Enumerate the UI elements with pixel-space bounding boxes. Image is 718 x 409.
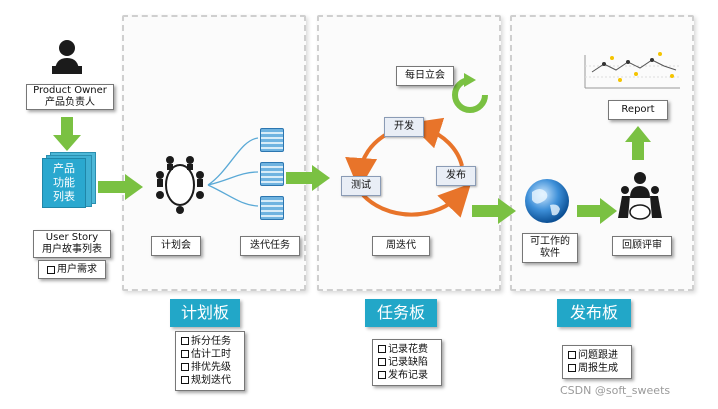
watermark: CSDN @soft_sweets bbox=[560, 384, 671, 397]
task-links bbox=[207, 137, 259, 207]
checkbox-icon bbox=[568, 351, 576, 359]
right-arrow-icon bbox=[98, 174, 143, 200]
user-story-en: User Story bbox=[45, 232, 99, 243]
checkbox-icon bbox=[181, 337, 189, 345]
checklist-item: 记录花费 bbox=[378, 343, 436, 356]
report-text: Report bbox=[621, 104, 655, 115]
planning-meeting-label: 计划会 bbox=[151, 236, 201, 256]
review-label: 回顾评审 bbox=[612, 236, 672, 256]
daily-cycle-icon bbox=[452, 73, 488, 113]
daily-standup-text: 每日立会 bbox=[405, 70, 445, 81]
checklist-text: 周报生成 bbox=[578, 363, 618, 374]
right-arrow-icon bbox=[577, 198, 617, 224]
user-story-zh: 用户故事列表 bbox=[42, 244, 102, 255]
task-doc-icon bbox=[260, 128, 284, 152]
checkbox-icon bbox=[181, 363, 189, 371]
checklist-text: 记录花费 bbox=[388, 344, 428, 355]
sprint-text: 周迭代 bbox=[386, 240, 416, 251]
node-dev: 开发 bbox=[384, 117, 424, 137]
checklist-item: 拆分任务 bbox=[181, 335, 239, 348]
checklist-text: 规划迭代 bbox=[191, 375, 231, 386]
daily-standup-label: 每日立会 bbox=[396, 66, 454, 86]
backlog-text-3: 列表 bbox=[53, 190, 75, 203]
product-owner-en: Product Owner bbox=[33, 85, 107, 96]
checklist-item: 周报生成 bbox=[568, 362, 626, 375]
backlog-text-1: 产品 bbox=[53, 162, 75, 175]
checkbox-icon bbox=[181, 376, 189, 384]
checklist-item: 记录缺陷 bbox=[378, 356, 436, 369]
up-arrow-icon bbox=[625, 126, 651, 160]
backlog-stack: 产品 功能 列表 bbox=[42, 152, 96, 210]
product-owner-zh: 产品负责人 bbox=[45, 97, 95, 108]
working-software-label: 可工作的 软件 bbox=[522, 233, 578, 263]
checkbox-icon bbox=[47, 265, 55, 274]
backlog-card: 产品 功能 列表 bbox=[42, 158, 86, 208]
right-arrow-icon bbox=[472, 198, 516, 224]
review-text: 回顾评审 bbox=[622, 240, 662, 251]
sprint-label: 周迭代 bbox=[372, 236, 430, 256]
node-release: 发布 bbox=[436, 166, 476, 186]
release-board-list: 问题跟进 周报生成 bbox=[562, 345, 632, 379]
right-arrow-icon bbox=[286, 165, 330, 191]
release-board-title: 发布板 bbox=[557, 299, 631, 327]
checkbox-icon bbox=[378, 371, 386, 379]
product-owner-icon bbox=[52, 40, 82, 74]
planning-board-list: 拆分任务 估计工时 排优先级 规划迭代 bbox=[175, 331, 245, 391]
product-owner-label: Product Owner 产品负责人 bbox=[26, 84, 114, 110]
checkbox-icon bbox=[378, 345, 386, 353]
globe-icon bbox=[525, 179, 569, 223]
checklist-text: 发布记录 bbox=[388, 370, 428, 381]
node-test: 测试 bbox=[341, 176, 381, 196]
checkbox-icon bbox=[568, 364, 576, 372]
user-need-item: 用户需求 bbox=[38, 260, 106, 279]
checklist-text: 问题跟进 bbox=[578, 350, 618, 361]
checklist-text: 估计工时 bbox=[191, 349, 231, 360]
iteration-tasks-label: 迭代任务 bbox=[240, 236, 300, 256]
planning-meeting-text: 计划会 bbox=[161, 240, 191, 251]
checklist-item: 排优先级 bbox=[181, 361, 239, 374]
task-board-title: 任务板 bbox=[365, 299, 437, 327]
down-arrow-icon bbox=[53, 117, 81, 151]
checkbox-icon bbox=[378, 358, 386, 366]
checklist-item: 规划迭代 bbox=[181, 374, 239, 387]
review-meeting-icon bbox=[618, 172, 662, 220]
task-doc-icon bbox=[260, 162, 284, 186]
checklist-item: 发布记录 bbox=[378, 369, 436, 382]
user-story-label: User Story 用户故事列表 bbox=[33, 230, 111, 258]
report-chart-icon bbox=[584, 52, 680, 89]
checklist-item: 问题跟进 bbox=[568, 349, 626, 362]
user-need-text: 用户需求 bbox=[57, 263, 97, 275]
iteration-tasks-text: 迭代任务 bbox=[250, 240, 290, 251]
checklist-text: 记录缺陷 bbox=[388, 357, 428, 368]
task-doc-icon bbox=[260, 196, 284, 220]
planning-board-title: 计划板 bbox=[170, 299, 240, 327]
meeting-icon bbox=[156, 156, 204, 214]
working-software-line1: 可工作的 bbox=[530, 236, 570, 247]
backlog-text-2: 功能 bbox=[53, 176, 75, 189]
checklist-item: 估计工时 bbox=[181, 348, 239, 361]
report-label: Report bbox=[608, 100, 668, 120]
checklist-text: 排优先级 bbox=[191, 362, 231, 373]
checklist-text: 拆分任务 bbox=[191, 336, 231, 347]
task-board-list: 记录花费 记录缺陷 发布记录 bbox=[372, 339, 442, 386]
working-software-line2: 软件 bbox=[540, 248, 560, 259]
checkbox-icon bbox=[181, 350, 189, 358]
iteration-cycle bbox=[345, 117, 472, 218]
